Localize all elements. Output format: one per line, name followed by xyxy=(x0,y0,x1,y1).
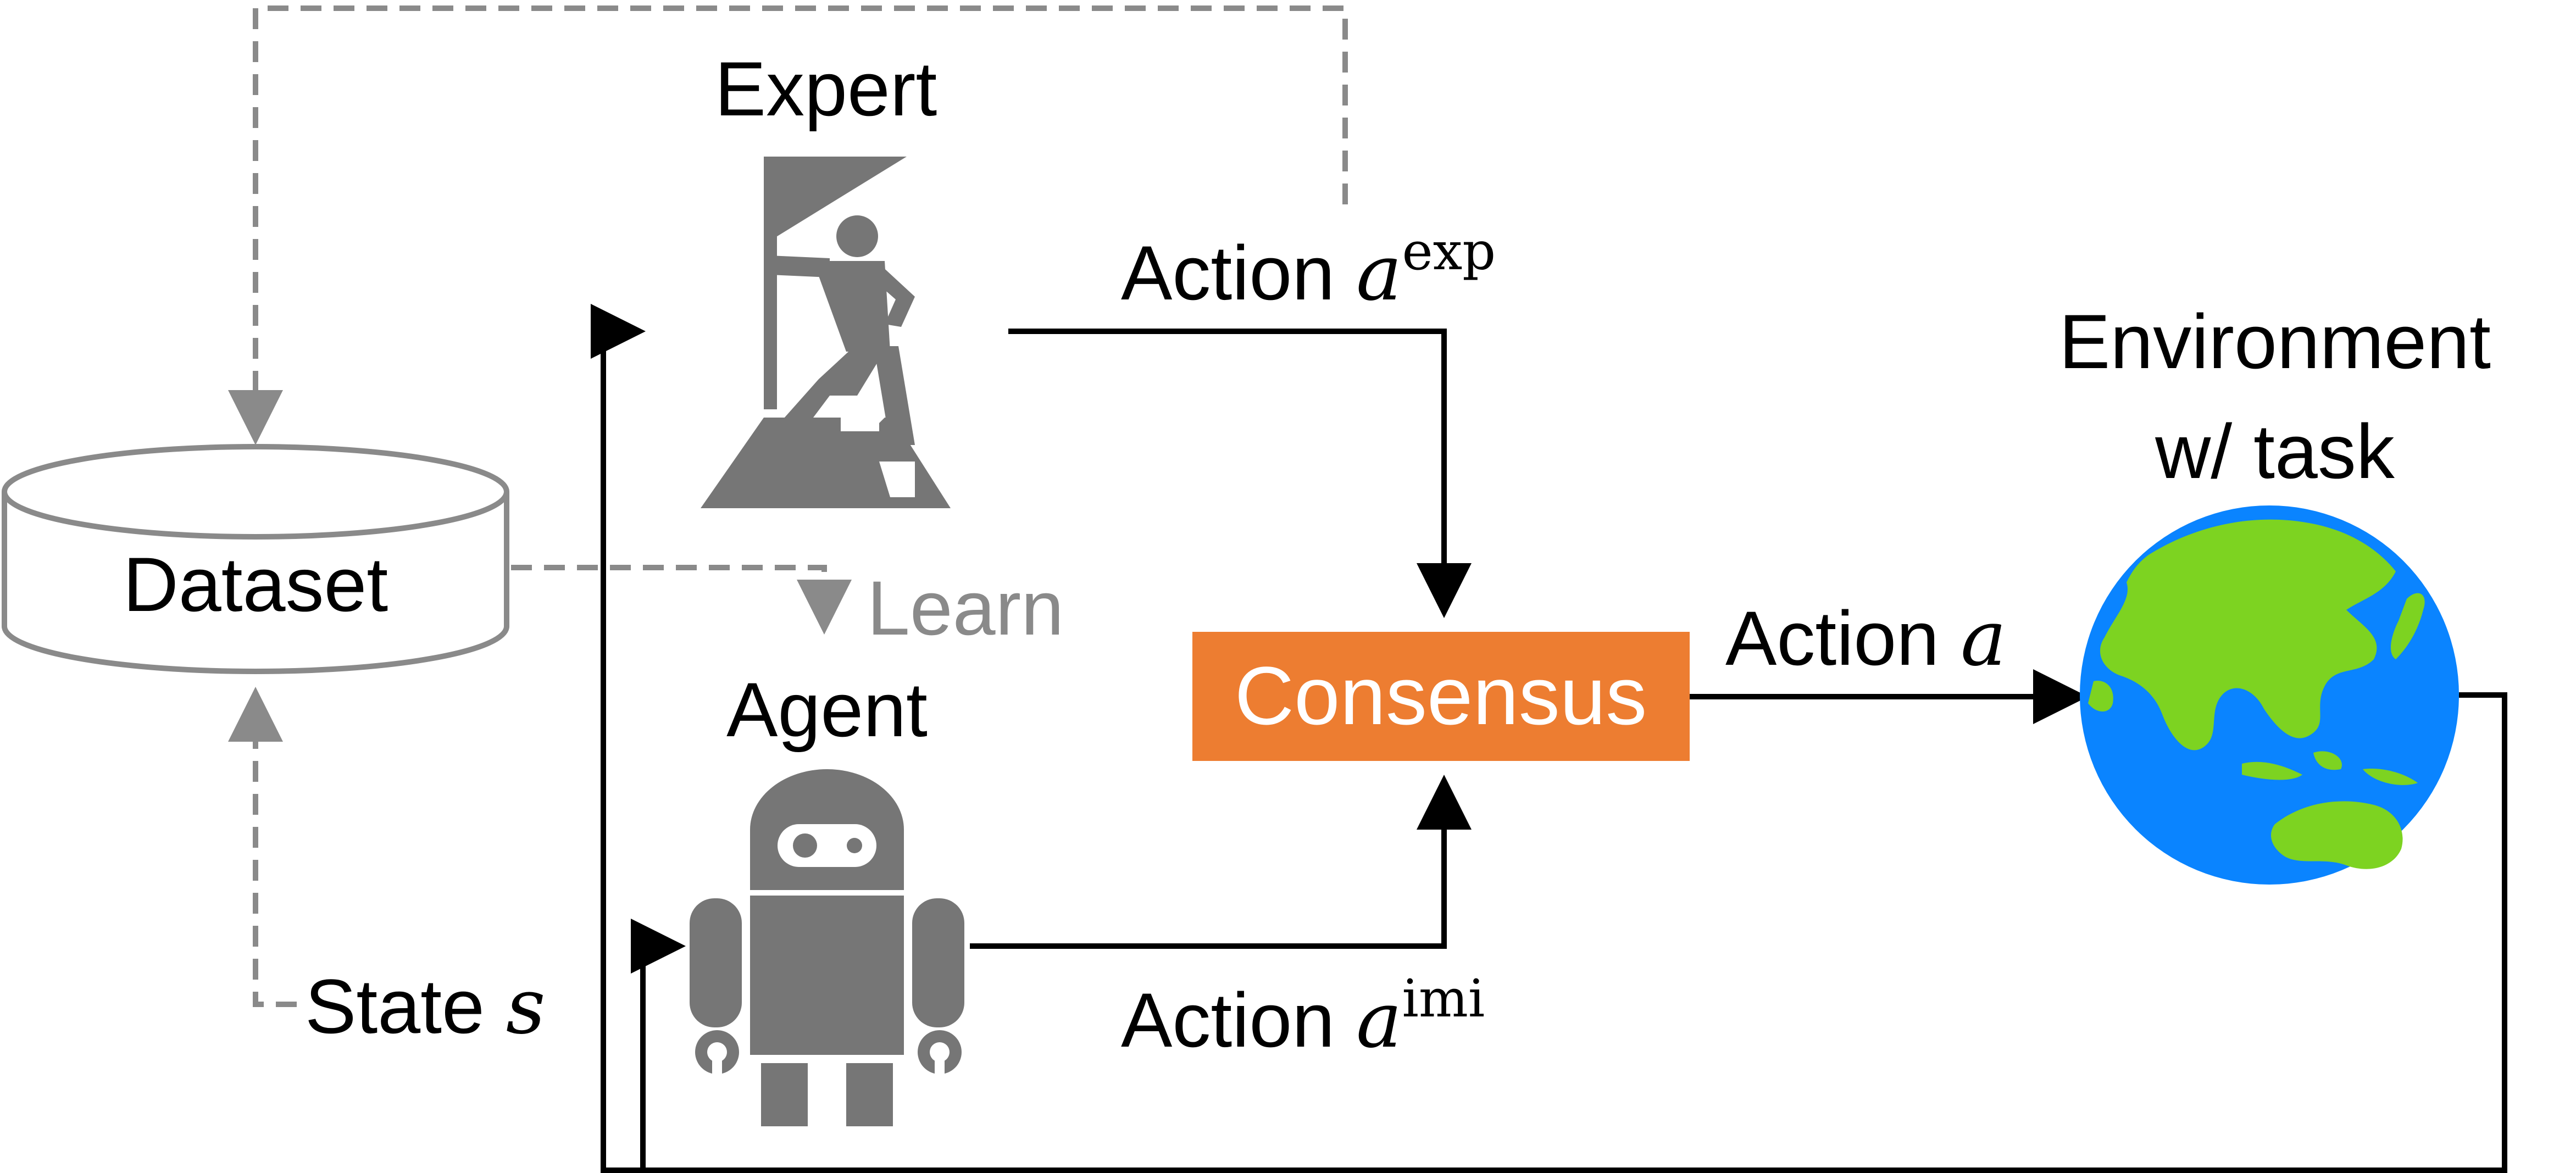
dataset-to-agent-learn-dashed-line xyxy=(511,565,852,635)
environment-to-expert-state-arrow xyxy=(591,304,2507,1173)
consensus-action-var: a xyxy=(1961,594,2006,683)
agent-action-text: Action xyxy=(1121,977,1356,1063)
environment-to-agent-state-arrow xyxy=(603,919,686,1173)
environment-label-line2: w/ task xyxy=(2155,408,2395,494)
consensus-action-label: Action a xyxy=(1725,594,2006,683)
agent-label: Agent xyxy=(726,666,928,753)
expert-action-sup: exp xyxy=(1402,221,1496,282)
learn-label: Learn xyxy=(867,565,1064,651)
expert-label: Expert xyxy=(715,46,937,132)
agent-action-sup: imi xyxy=(1402,969,1485,1029)
expert-action-label: Action aexp xyxy=(1121,221,1496,318)
expert-to-consensus-arrow xyxy=(1008,329,1472,618)
state-label: State s xyxy=(305,962,546,1052)
expert-action-text: Action xyxy=(1121,230,1356,316)
expert-to-dataset-dashed-line xyxy=(228,5,1348,445)
dataset-label: Dataset xyxy=(123,541,388,627)
state-text: State xyxy=(305,963,506,1049)
consensus-box xyxy=(1192,632,1690,761)
state-var: s xyxy=(506,962,546,1052)
agent-action-label: Action aimi xyxy=(1121,969,1485,1065)
agent-to-consensus-arrow xyxy=(970,775,1472,949)
environment-label-line1: Environment xyxy=(2059,298,2491,385)
consensus-label: Consensus xyxy=(1235,649,1647,742)
expert-action-var: a xyxy=(1356,229,1402,318)
database-cylinder-icon xyxy=(2,444,509,674)
agent-action-var: a xyxy=(1356,976,1402,1065)
state-to-dataset-dashed-line xyxy=(228,687,297,1007)
climber-flag-icon xyxy=(701,157,951,508)
globe-icon xyxy=(2080,505,2459,885)
consensus-action-text: Action xyxy=(1725,595,1961,681)
robot-icon xyxy=(690,769,964,1126)
